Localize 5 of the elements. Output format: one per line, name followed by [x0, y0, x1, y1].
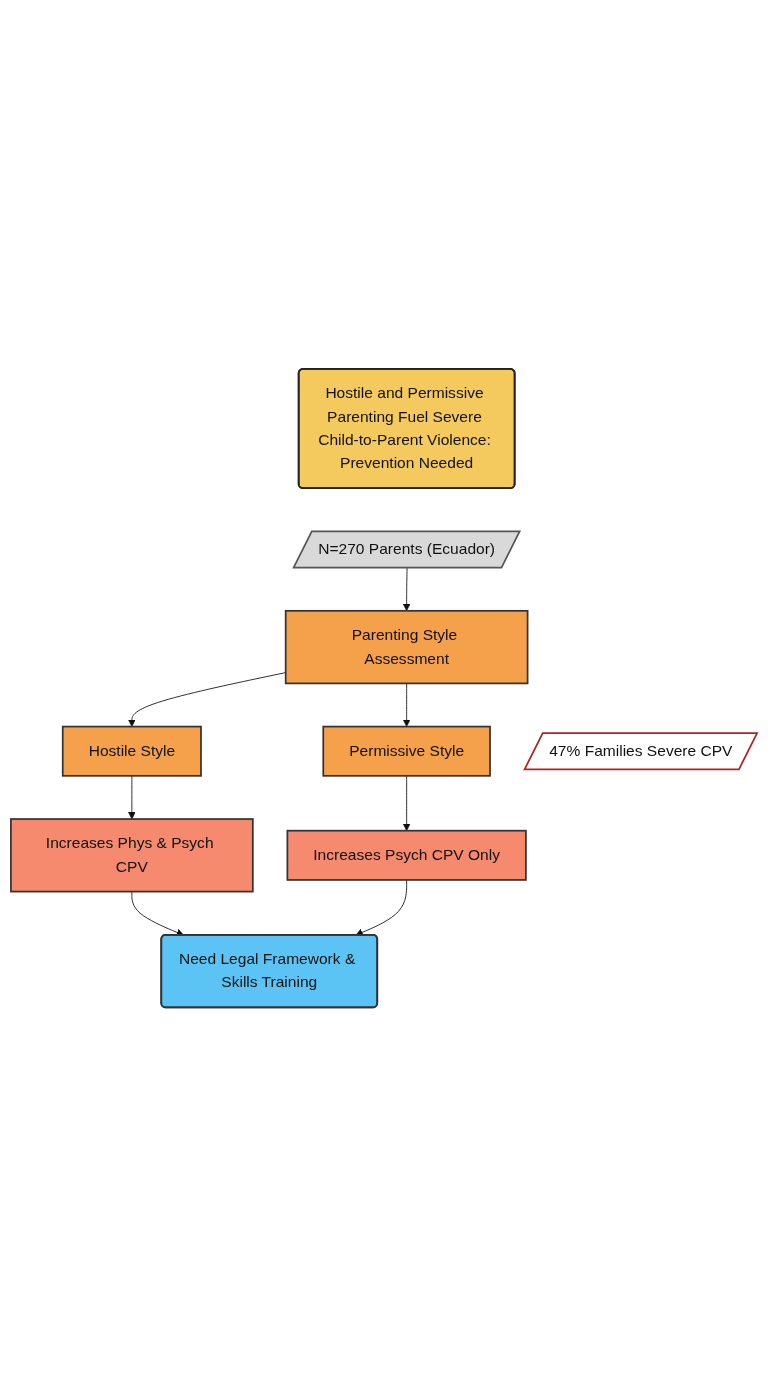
- node-box: Parenting Style Assessment: [284, 609, 529, 685]
- node-box: Increases Phys & Psych CPV: [10, 818, 254, 893]
- node-box: Increases Psych CPV Only: [286, 829, 527, 881]
- node-box: Permissive Style: [322, 725, 491, 777]
- node-box: Hostile Style: [61, 725, 202, 777]
